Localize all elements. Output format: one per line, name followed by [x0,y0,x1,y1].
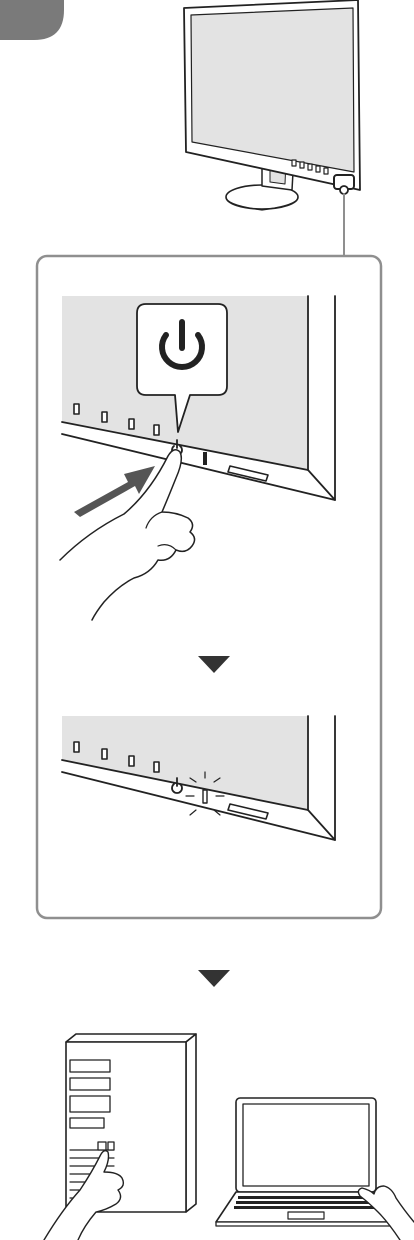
step-arrow-1 [198,656,230,673]
power-icon [159,319,205,370]
power-icon-small-2 [171,777,183,794]
desktop-hand [43,1149,125,1240]
step-tab [0,0,64,40]
monitor-screen [190,7,355,173]
laptop-keyboard [234,1196,378,1209]
press-power-button-illustration [59,295,336,621]
power-indicator-lit [202,789,208,804]
power-indicator-off [203,452,207,465]
desktop-power-button [97,1141,107,1151]
indicator-glow-rays [185,771,225,816]
press-arrow [74,466,155,517]
pressing-hand [59,449,196,621]
laptop-hand [357,1185,414,1240]
step-arrow-2 [198,970,230,987]
monitor-overview [183,0,361,257]
power-indicator-on-illustration [61,715,336,841]
laptop-computer [215,1097,414,1240]
desktop-computer [43,1033,197,1240]
indicator-led [339,185,349,195]
